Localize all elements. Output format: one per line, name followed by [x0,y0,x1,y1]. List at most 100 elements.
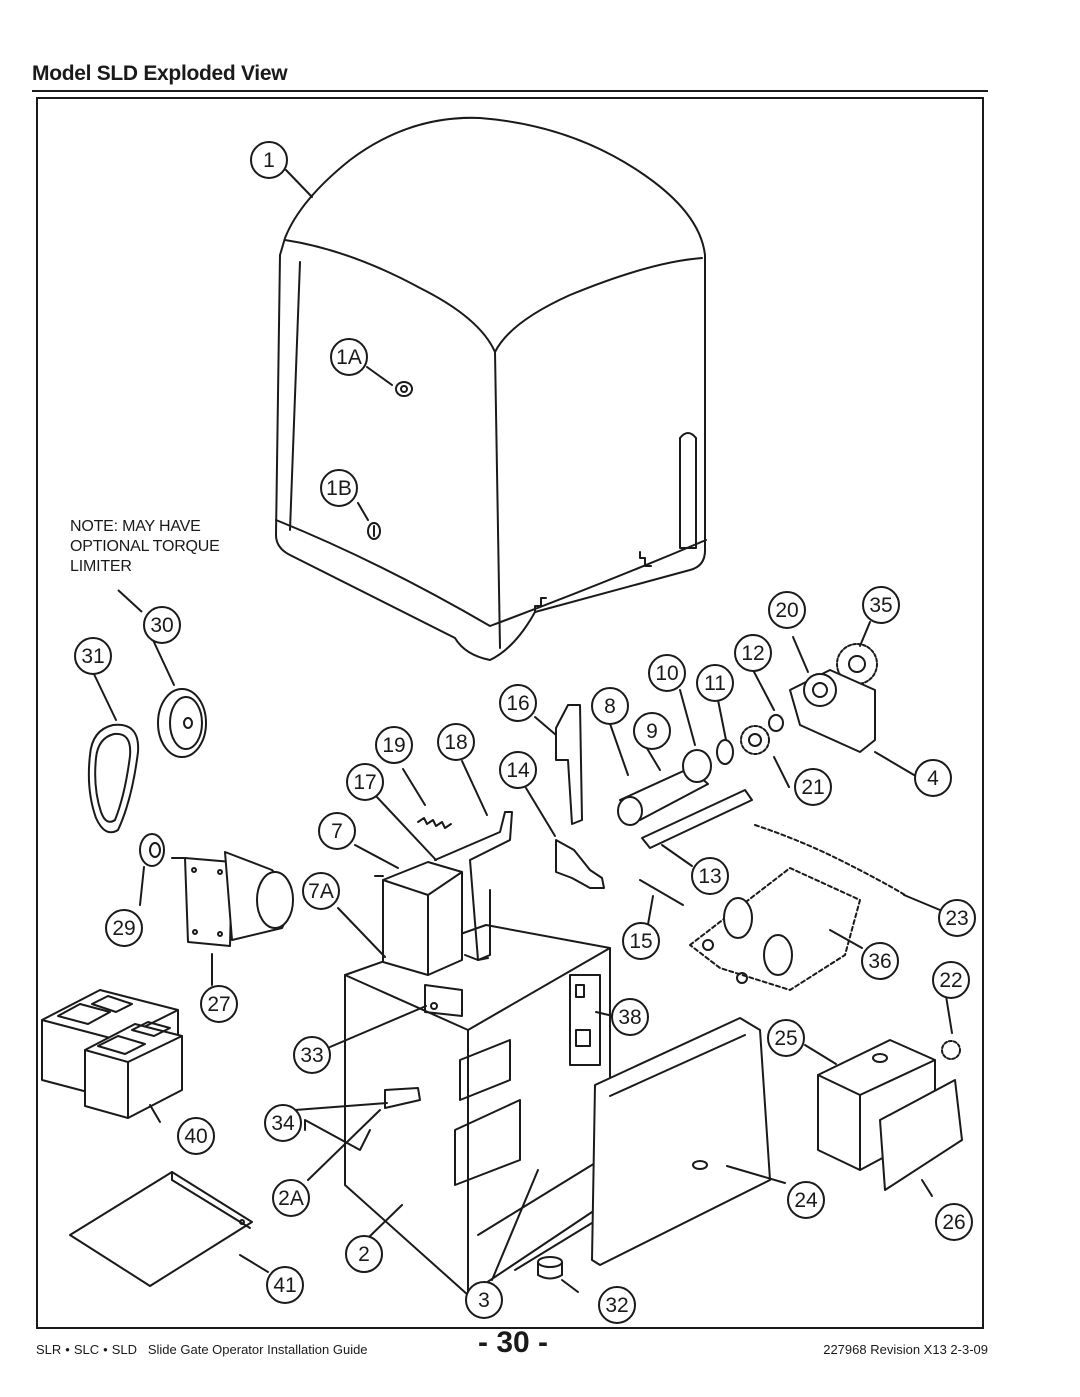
svg-text:24: 24 [794,1189,818,1212]
callout-32: 32 [598,1286,636,1324]
sprocket-part [740,643,961,1060]
svg-text:16: 16 [506,692,529,715]
callout-26: 26 [935,1203,973,1241]
callout-36: 36 [861,942,899,980]
callouts: 1 1A 1B 30 31 20 35 12 10 11 16 8 9 19 1… [74,141,976,1324]
callout-1: 1 [250,141,288,179]
callout-41: 41 [266,1266,304,1304]
svg-text:12: 12 [741,642,764,665]
svg-text:18: 18 [444,731,467,754]
callout-17: 17 [346,763,384,801]
battery-tray-part [69,1171,253,1287]
callout-20: 20 [768,591,806,629]
callout-7a: 7A [302,872,340,910]
callout-2a: 2A [272,1179,310,1217]
small-pulley-part [139,833,165,867]
callout-10: 10 [648,654,686,692]
chain-part [754,824,906,896]
svg-text:4: 4 [927,767,939,790]
svg-text:8: 8 [604,695,616,718]
torque-limiter-note: NOTE: MAY HAVE OPTIONAL TORQUE LIMITER [70,517,220,577]
callout-11: 11 [696,664,734,702]
svg-text:2: 2 [358,1243,370,1266]
cover-part [275,116,707,661]
callout-24: 24 [787,1181,825,1219]
svg-text:36: 36 [868,950,891,973]
svg-text:22: 22 [939,969,962,992]
footer-bullet: • [65,1342,70,1357]
callout-9: 9 [633,712,671,750]
footer-bullet: • [103,1342,108,1357]
shaft-part [617,739,753,849]
callout-3: 3 [465,1281,503,1319]
callout-13: 13 [691,857,729,895]
callout-23: 23 [938,899,976,937]
control-box-part [817,1039,963,1191]
spring-part [417,817,452,829]
callout-14: 14 [499,751,537,789]
svg-text:29: 29 [112,917,135,940]
bumper-part [537,1256,563,1280]
note-line: LIMITER [70,558,132,575]
callout-4: 4 [914,759,952,797]
callout-33: 33 [293,1036,331,1074]
callout-21: 21 [794,768,832,806]
callout-27: 27 [200,985,238,1023]
svg-text:33: 33 [300,1044,323,1067]
callout-8: 8 [591,687,629,725]
callout-7: 7 [318,812,356,850]
front-cover-part [591,1017,771,1266]
svg-text:31: 31 [81,645,104,668]
callout-35: 35 [862,586,900,624]
bracket-part [434,811,513,961]
callout-2: 2 [345,1235,383,1273]
pillow-block-part [768,669,876,753]
svg-text:40: 40 [184,1125,207,1148]
svg-text:35: 35 [869,594,892,617]
footer-guide-title: Slide Gate Operator Installation Guide [147,1342,368,1357]
svg-text:30: 30 [150,614,173,637]
svg-text:15: 15 [629,930,652,953]
battery-pack-part [41,989,183,1119]
svg-text:2A: 2A [278,1187,304,1210]
callout-1a: 1A [330,338,368,376]
svg-text:9: 9 [646,720,658,743]
svg-text:41: 41 [273,1274,296,1297]
motor-pulley-part [157,688,207,758]
callout-19: 19 [375,726,413,764]
svg-text:1: 1 [263,149,275,172]
note-line: OPTIONAL TORQUE [70,538,220,555]
svg-text:17: 17 [353,771,376,794]
diagram-frame [36,97,984,1329]
page-title: Model SLD Exploded View [32,62,288,85]
title-rule [32,90,988,92]
note-leader [117,589,143,613]
svg-text:7A: 7A [308,880,334,903]
callout-34: 34 [264,1104,302,1142]
callout-12: 12 [734,634,772,672]
callout-16: 16 [499,684,537,722]
svg-text:11: 11 [704,672,726,695]
svg-text:32: 32 [605,1294,628,1317]
svg-text:1B: 1B [326,477,352,500]
svg-text:23: 23 [945,907,968,930]
svg-text:10: 10 [655,662,678,685]
callout-18: 18 [437,723,475,761]
page-number: - 30 - [478,1326,549,1359]
svg-text:3: 3 [478,1289,490,1312]
drive-belt-part [87,723,140,834]
svg-text:25: 25 [774,1027,797,1050]
footer-product-line: SLR•SLC•SLD Slide Gate Operator Installa… [36,1342,368,1357]
chassis-part [304,924,611,1296]
callout-25: 25 [767,1019,805,1057]
callout-38: 38 [611,998,649,1036]
svg-text:21: 21 [801,776,824,799]
callout-22: 22 [932,961,970,999]
callout-15: 15 [622,922,660,960]
callout-1b: 1B [320,469,358,507]
svg-text:13: 13 [698,865,721,888]
svg-text:1A: 1A [336,346,362,369]
leader-lines [92,169,953,1293]
footer-product: SLR [36,1342,62,1357]
